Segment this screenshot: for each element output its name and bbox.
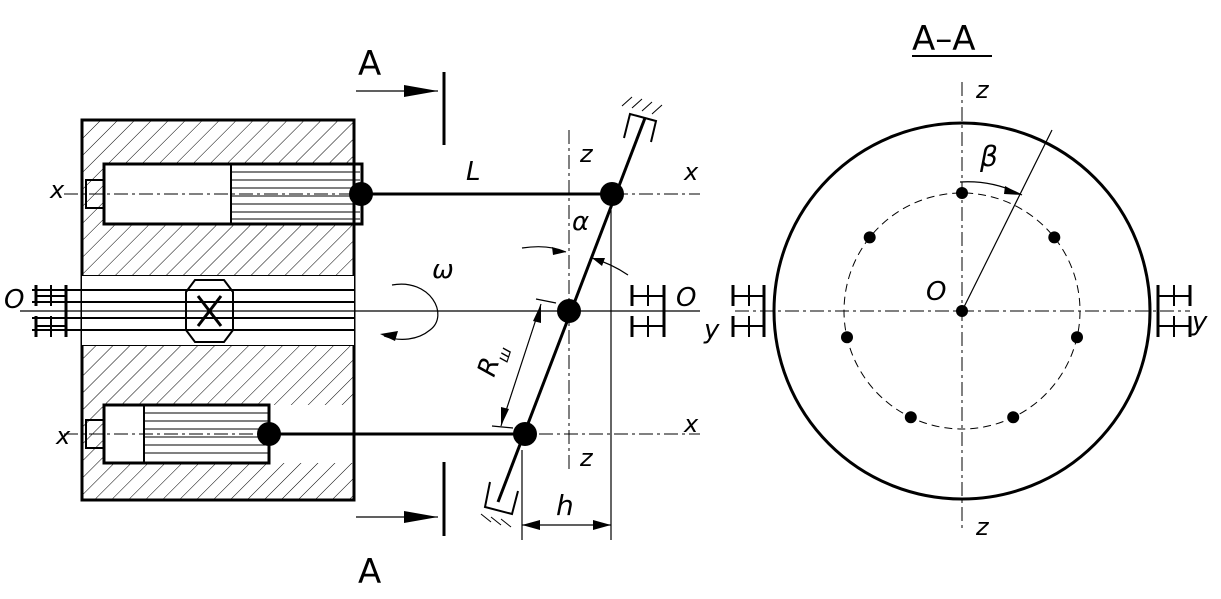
section-view — [735, 55, 1190, 528]
label-z-section-bottom: z — [975, 513, 990, 541]
label-length-l: L — [466, 157, 481, 187]
label-z-upper: z — [579, 140, 594, 168]
drive-shaft — [20, 276, 700, 345]
label-beta: β — [979, 140, 998, 173]
piston-dot — [1007, 411, 1020, 424]
radius-dimension — [491, 298, 557, 429]
center-point — [956, 305, 968, 317]
label-x-upper-right: x — [683, 158, 699, 186]
label-h: h — [556, 489, 574, 522]
joint-lower-plate — [513, 422, 537, 446]
section-cut-marker-bottom — [356, 462, 446, 536]
alpha-angle-dimension — [521, 246, 629, 276]
piston-dot — [956, 187, 968, 199]
section-view-title: A–A — [912, 19, 976, 59]
piston-dot — [863, 231, 876, 244]
piston-dot — [904, 411, 917, 424]
left-bearing-symbol — [34, 285, 68, 337]
upper-piston — [64, 162, 700, 226]
label-y-section: y — [1191, 307, 1208, 337]
piston-dot — [1071, 331, 1083, 344]
label-o-section: O — [926, 277, 946, 307]
section-right-bearing — [1156, 285, 1192, 337]
section-marker-bottom: A — [358, 552, 381, 592]
label-x-lower-left: x — [55, 422, 71, 450]
section-marker-top: A — [358, 44, 381, 84]
joint-upper-piston — [349, 182, 373, 206]
joint-upper-plate — [600, 182, 624, 206]
label-x-upper-left: x — [49, 176, 65, 204]
right-bearing-symbol — [630, 285, 666, 337]
label-x-lower-right: x — [683, 410, 699, 438]
label-omega: ω — [432, 255, 454, 285]
h-dimension — [522, 520, 611, 530]
label-y-main: y — [703, 315, 720, 345]
joint-lower-piston — [257, 422, 281, 446]
label-radius: R ш — [472, 344, 516, 380]
label-z-section-top: z — [975, 76, 990, 104]
joint-plate-center — [557, 299, 581, 323]
omega-rotation-arrow — [380, 283, 439, 341]
section-cut-marker-top — [356, 72, 446, 145]
label-o-right: O — [676, 283, 696, 313]
label-o-left: O — [4, 285, 24, 315]
label-z-lower: z — [579, 444, 594, 472]
section-left-bearing — [731, 285, 766, 337]
piston-dot — [1048, 231, 1061, 244]
piston-positions — [841, 187, 1083, 424]
label-radius-subscript: ш — [493, 344, 516, 364]
label-alpha: α — [572, 207, 589, 237]
piston-dot — [841, 331, 853, 344]
